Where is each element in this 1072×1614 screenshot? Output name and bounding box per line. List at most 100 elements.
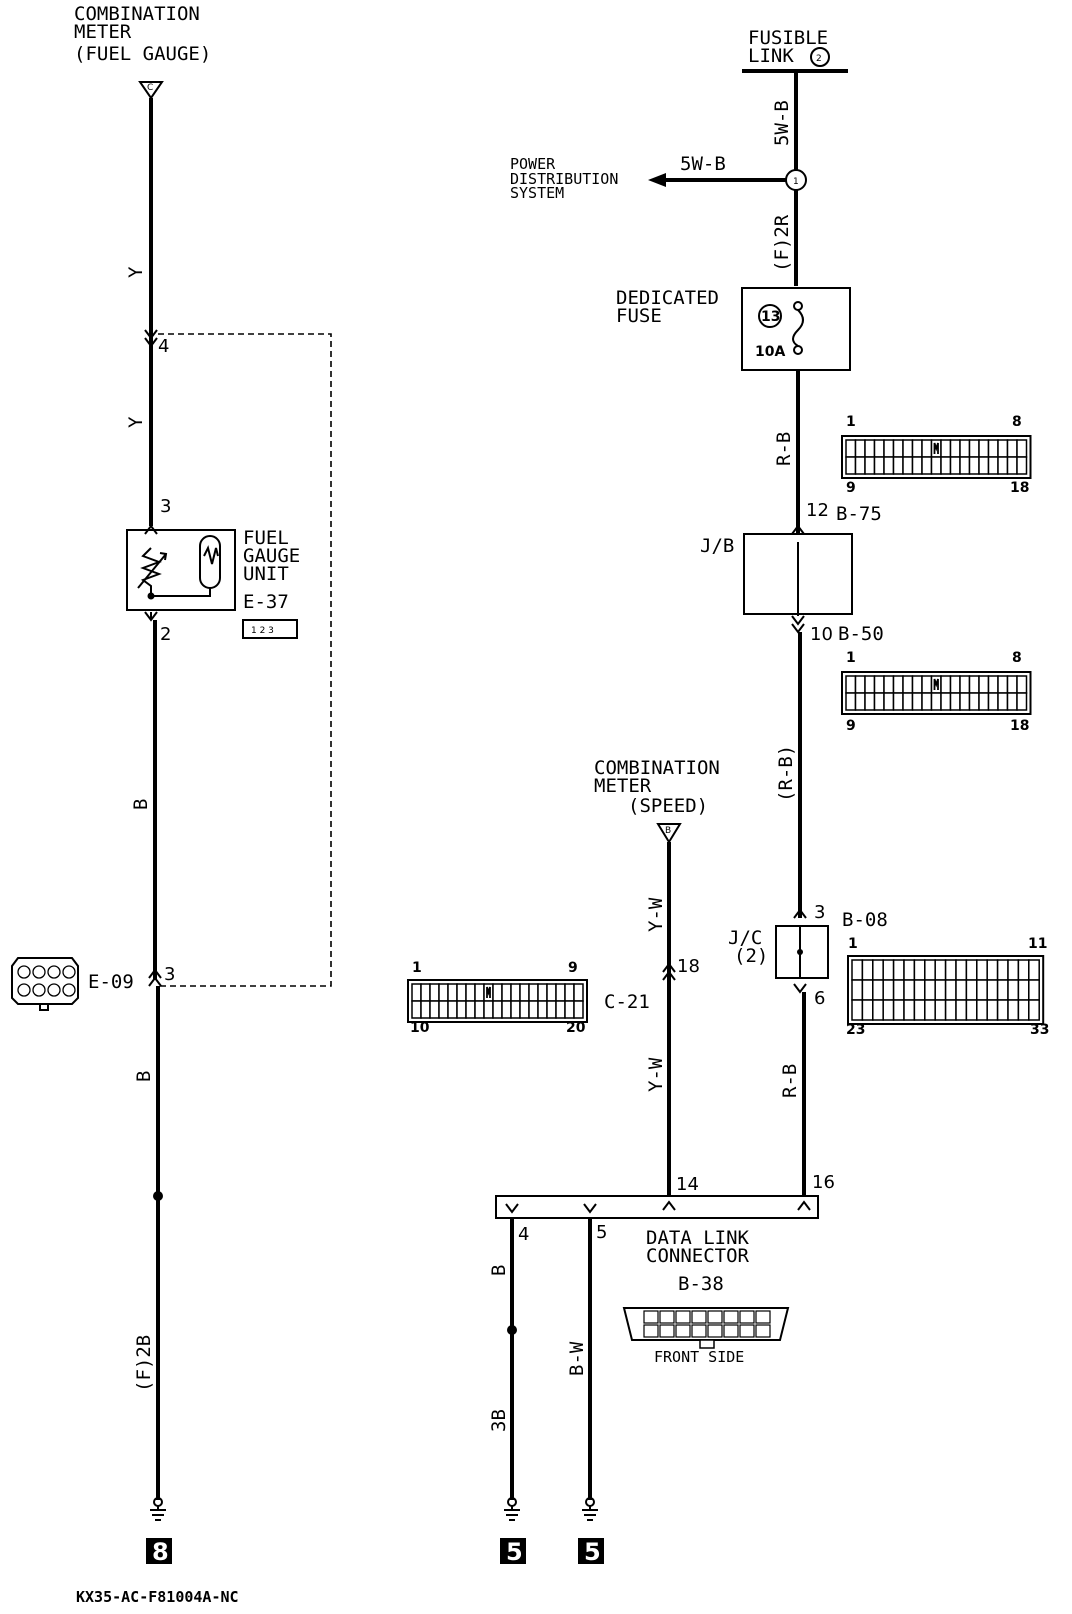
connector-b38-icon [622,1307,790,1349]
connector-e09-icon [11,957,79,1011]
arrow-up-icon [144,524,158,535]
c21-pin-first: 1 [412,960,422,976]
fuse-number: 13 [761,309,780,325]
wire-color-rb-1: R-B [773,432,795,466]
speed-meter-label-3: (SPEED) [628,795,708,817]
pin-3-upper: 3 [160,496,171,517]
ground-icon [504,1497,520,1521]
sender-coil-zigzag-icon [203,545,219,565]
c21-pin-row2-first: 10 [410,1020,430,1036]
dedicated-fuse-label-1: DEDICATED [616,287,719,309]
fuse-terminal-icon [793,345,803,355]
splice-dot-dlc [507,1325,517,1335]
wire-color-yw-2: Y-W [645,1057,667,1092]
wire-color-y-top: Y [125,266,147,278]
connector-e37-icon [242,619,298,639]
pin-10: 10 [810,624,833,645]
fusible-link-label-1: FUSIBLE [748,27,828,49]
c21-pin-last: 9 [568,960,578,976]
b08-pin-last: 11 [1028,936,1047,952]
wire-color-b-upper: B [130,799,152,810]
wire-color-bw: B-W [566,1341,588,1376]
pin-3-lower: 3 [164,964,175,985]
fuse-element-icon [792,309,804,347]
fusible-link-label-2: LINK [748,45,794,67]
connector-b75-label: B-75 [836,503,882,525]
c21-pin-row2-last: 20 [566,1020,586,1036]
splice-1-label: 1 [793,177,799,187]
connector-e37-label: E-37 [243,591,289,613]
left-circuit: COMBINATION METER (FUEL GAUGE) C Y 4 Y 3… [11,3,332,1566]
terminal-c-icon [138,81,164,100]
fuel-gauge-label-2: GAUGE [243,545,300,567]
ground-point-8: 8 [152,1538,169,1566]
dlc-arrow-icon-4 [505,1203,519,1214]
pin-18: 18 [677,956,700,977]
connector-b38-label: B-38 [678,1273,724,1295]
connector-b08-icon [847,955,1045,1025]
connector-arrow-icon [144,329,158,348]
ground-point-5-right: 5 [584,1538,601,1566]
fusible-link-number: 2 [816,54,822,64]
data-link-connector-bar [495,1195,819,1219]
pin-6: 6 [814,988,825,1009]
pds-label-2: DISTRIBUTION [510,170,618,188]
pin-dlc-4: 4 [518,1224,529,1245]
dlc-arrow-icon-14 [662,1200,676,1211]
speed-meter-label-2: METER [594,775,652,797]
sender-link-line [151,588,211,597]
pds-label-3: SYSTEM [510,184,564,202]
b50-pin-row2-first: 9 [846,718,856,734]
wire-color-3b: 3B [488,1409,510,1432]
ground-icon [582,1497,598,1521]
wire-label-f2b: (F)2B [133,1335,155,1392]
wire-color-5wb-vert: 5W-B [771,100,793,146]
dlc-arrow-icon-16 [797,1200,811,1211]
speed-meter-label-1: COMBINATION [594,757,720,779]
pin-14: 14 [676,1174,699,1195]
fusible-link-number-icon [810,47,830,67]
b50-pin-row2-last: 18 [1010,718,1029,734]
pds-label-1: POWER [510,155,556,173]
connector-arrow-icon-e09 [148,968,162,987]
right-circuit: FUSIBLE LINK 2 5W-B 1 5W-B POWER DISTRIB… [407,27,1049,1566]
connector-b08-label: B-08 [842,909,888,931]
fuel-meter-label-3: (FUEL GAUGE) [74,43,211,65]
terminal-b-label: B [665,826,671,836]
connector-b75-icon [841,435,1032,479]
jc-label-1: J/C [728,927,762,949]
b75-pin-last: 8 [1012,414,1022,430]
jb-label: J/B [700,535,734,557]
dlc-arrow-icon-5 [583,1203,597,1214]
variable-arrow-icon [137,552,168,589]
connector-e09-label: E-09 [88,971,134,993]
terminal-b-icon [656,823,682,844]
wire-color-y-mid: Y [125,416,147,428]
ground-point-5-left-box [500,1538,526,1564]
wire-color-yw-1: Y-W [645,897,667,932]
b08-pin-row2-first: 23 [846,1022,865,1038]
arrow-down-icon-jc [793,983,807,994]
wire-color-b-dlc: B [488,1265,510,1276]
b75-pin-first: 1 [846,414,856,430]
connector-arrow-icon-b50 [791,615,805,634]
wire-label-f2r: (F)2R [771,214,793,272]
b08-pin-first: 1 [848,936,858,952]
dlc-label-2: CONNECTOR [646,1245,750,1267]
ground-icon [150,1497,166,1521]
diagram-code: KX35-AC-F81004A-NC [76,1588,239,1606]
b75-pin-row2-last: 18 [1010,480,1029,496]
pin-16: 16 [812,1172,835,1193]
connector-e37-pins: 1 2 3 [251,626,274,636]
b08-pin-row2-last: 33 [1030,1022,1049,1038]
ground-point-5-right-box [578,1538,604,1564]
dlc-label-1: DATA LINK [646,1227,750,1249]
fuel-meter-label-2: METER [74,21,132,43]
fuse-rating: 10A [755,344,785,360]
pin-12: 12 [806,500,829,521]
pin-2: 2 [160,624,171,645]
ground-point-8-box [146,1538,172,1564]
connector-arrow-icon-c21 [662,962,676,981]
ground-point-5-left: 5 [506,1538,523,1566]
fuel-meter-label-1: COMBINATION [74,3,200,25]
